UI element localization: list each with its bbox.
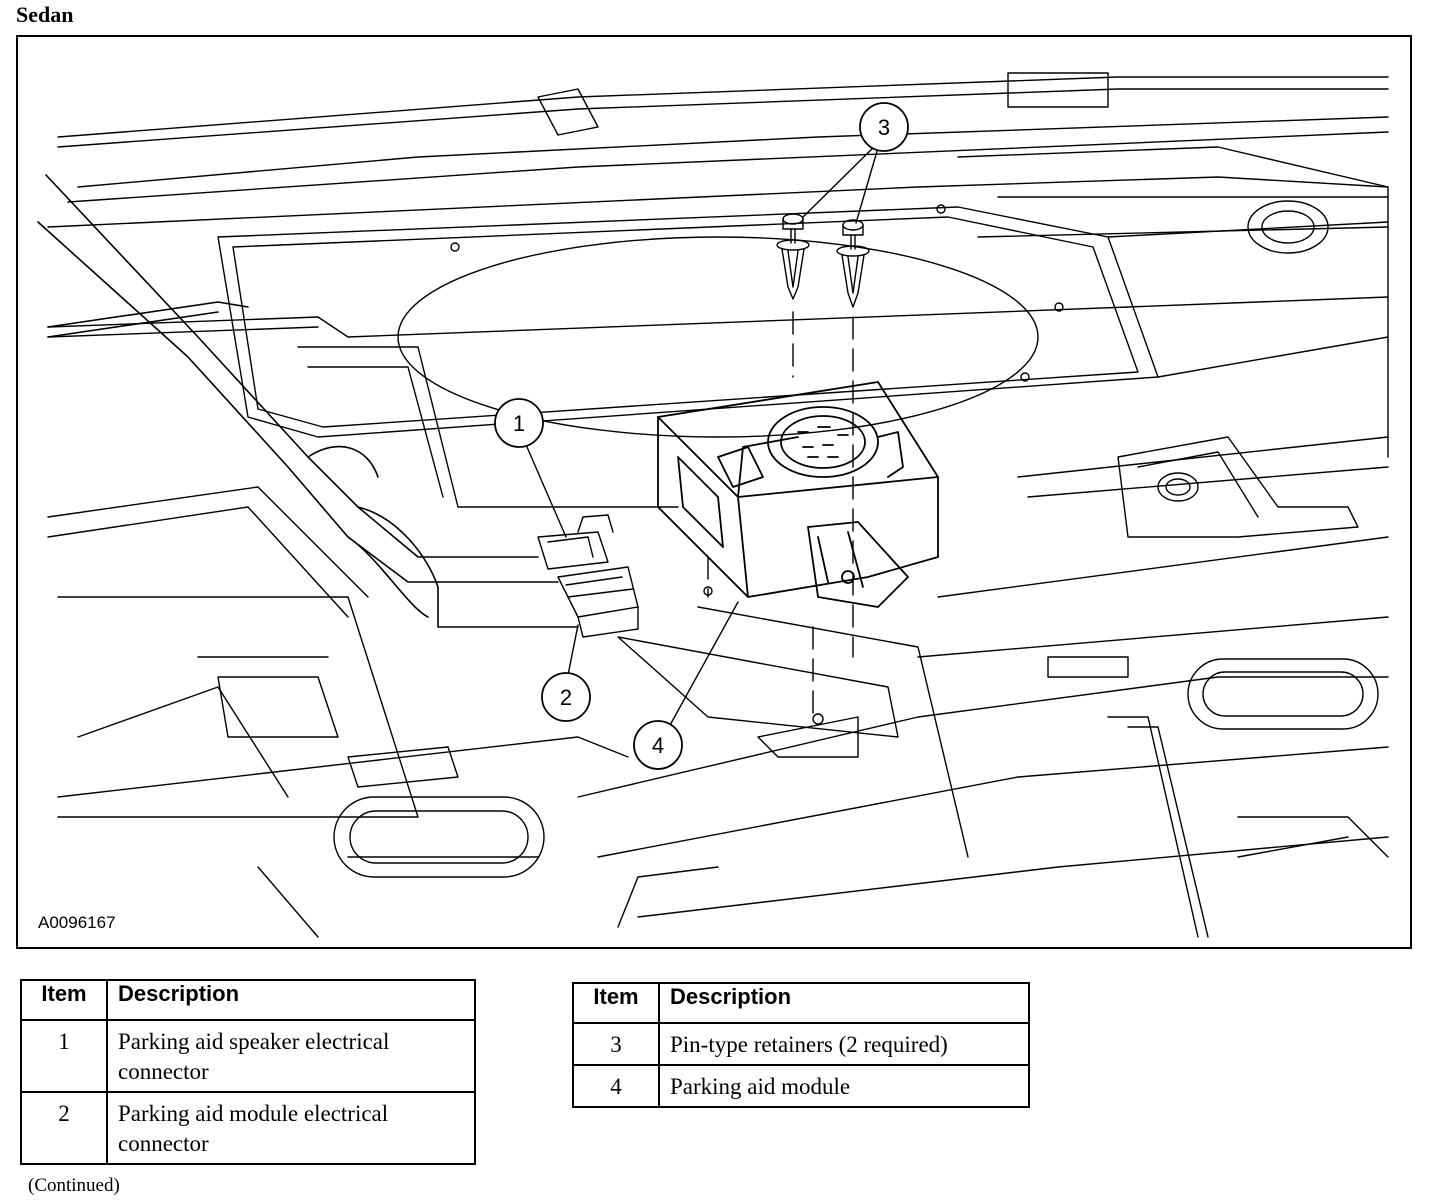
callout-4: 4 — [633, 720, 683, 770]
table-row: 4 Parking aid module — [572, 1064, 1030, 1108]
column-header-item: Item — [572, 982, 660, 1024]
parking-aid-module-illustration: 1 2 3 4 A0096167 — [16, 35, 1412, 949]
table-row: 3 Pin-type retainers (2 required) — [572, 1022, 1030, 1066]
installation-guide-lines — [707, 311, 854, 718]
speaker-connector — [537, 514, 614, 570]
column-header-item: Item — [20, 979, 108, 1021]
callout-layer: 1 2 3 4 — [494, 102, 909, 770]
oval-opening-left — [333, 796, 545, 878]
svg-text:3: 3 — [878, 115, 890, 140]
table-header-row: Item Description — [572, 982, 1030, 1024]
item-number: 3 — [572, 1022, 660, 1066]
item-description: Parking aid speaker electrical connector — [106, 1019, 476, 1093]
item-number: 2 — [20, 1091, 108, 1165]
item-number: 1 — [20, 1019, 108, 1093]
wiring-harness — [37, 174, 579, 628]
module-connector — [557, 566, 639, 638]
pin-retainer-right — [836, 219, 870, 308]
item-number: 4 — [572, 1064, 660, 1108]
item-description: Parking aid module electrical connector — [106, 1091, 476, 1165]
legend-table-left: Item Description 1 Parking aid speaker e… — [20, 979, 476, 1165]
bracket — [1117, 436, 1359, 538]
section-title: Sedan — [16, 2, 74, 27]
item-description: Pin-type retainers (2 required) — [658, 1022, 1030, 1066]
column-header-description: Description — [106, 979, 476, 1021]
callout-leaders — [526, 140, 881, 728]
figure-id: A0096167 — [38, 913, 116, 932]
line-drawing — [37, 72, 1389, 938]
holes — [450, 204, 1064, 725]
parking-aid-module — [657, 381, 939, 608]
table-row: 2 Parking aid module electrical connecto… — [20, 1091, 476, 1165]
speaker-well — [397, 236, 1039, 438]
svg-text:2: 2 — [560, 685, 572, 710]
drain-plug — [1247, 200, 1329, 254]
body-panel-lines — [47, 72, 1389, 938]
callout-1: 1 — [494, 398, 544, 448]
callout-3: 3 — [859, 102, 909, 152]
continued-note: (Continued) — [28, 1175, 120, 1196]
pin-retainer-left — [776, 213, 810, 300]
callout-2: 2 — [541, 672, 591, 722]
svg-text:1: 1 — [513, 411, 525, 436]
item-description: Parking aid module — [658, 1064, 1030, 1108]
table-row: 1 Parking aid speaker electrical connect… — [20, 1019, 476, 1093]
legend-table-right: Item Description 3 Pin-type retainers (2… — [572, 982, 1030, 1108]
table-header-row: Item Description — [20, 979, 476, 1021]
oval-opening-right — [1187, 658, 1379, 730]
svg-text:4: 4 — [652, 733, 664, 758]
column-header-description: Description — [658, 982, 1030, 1024]
